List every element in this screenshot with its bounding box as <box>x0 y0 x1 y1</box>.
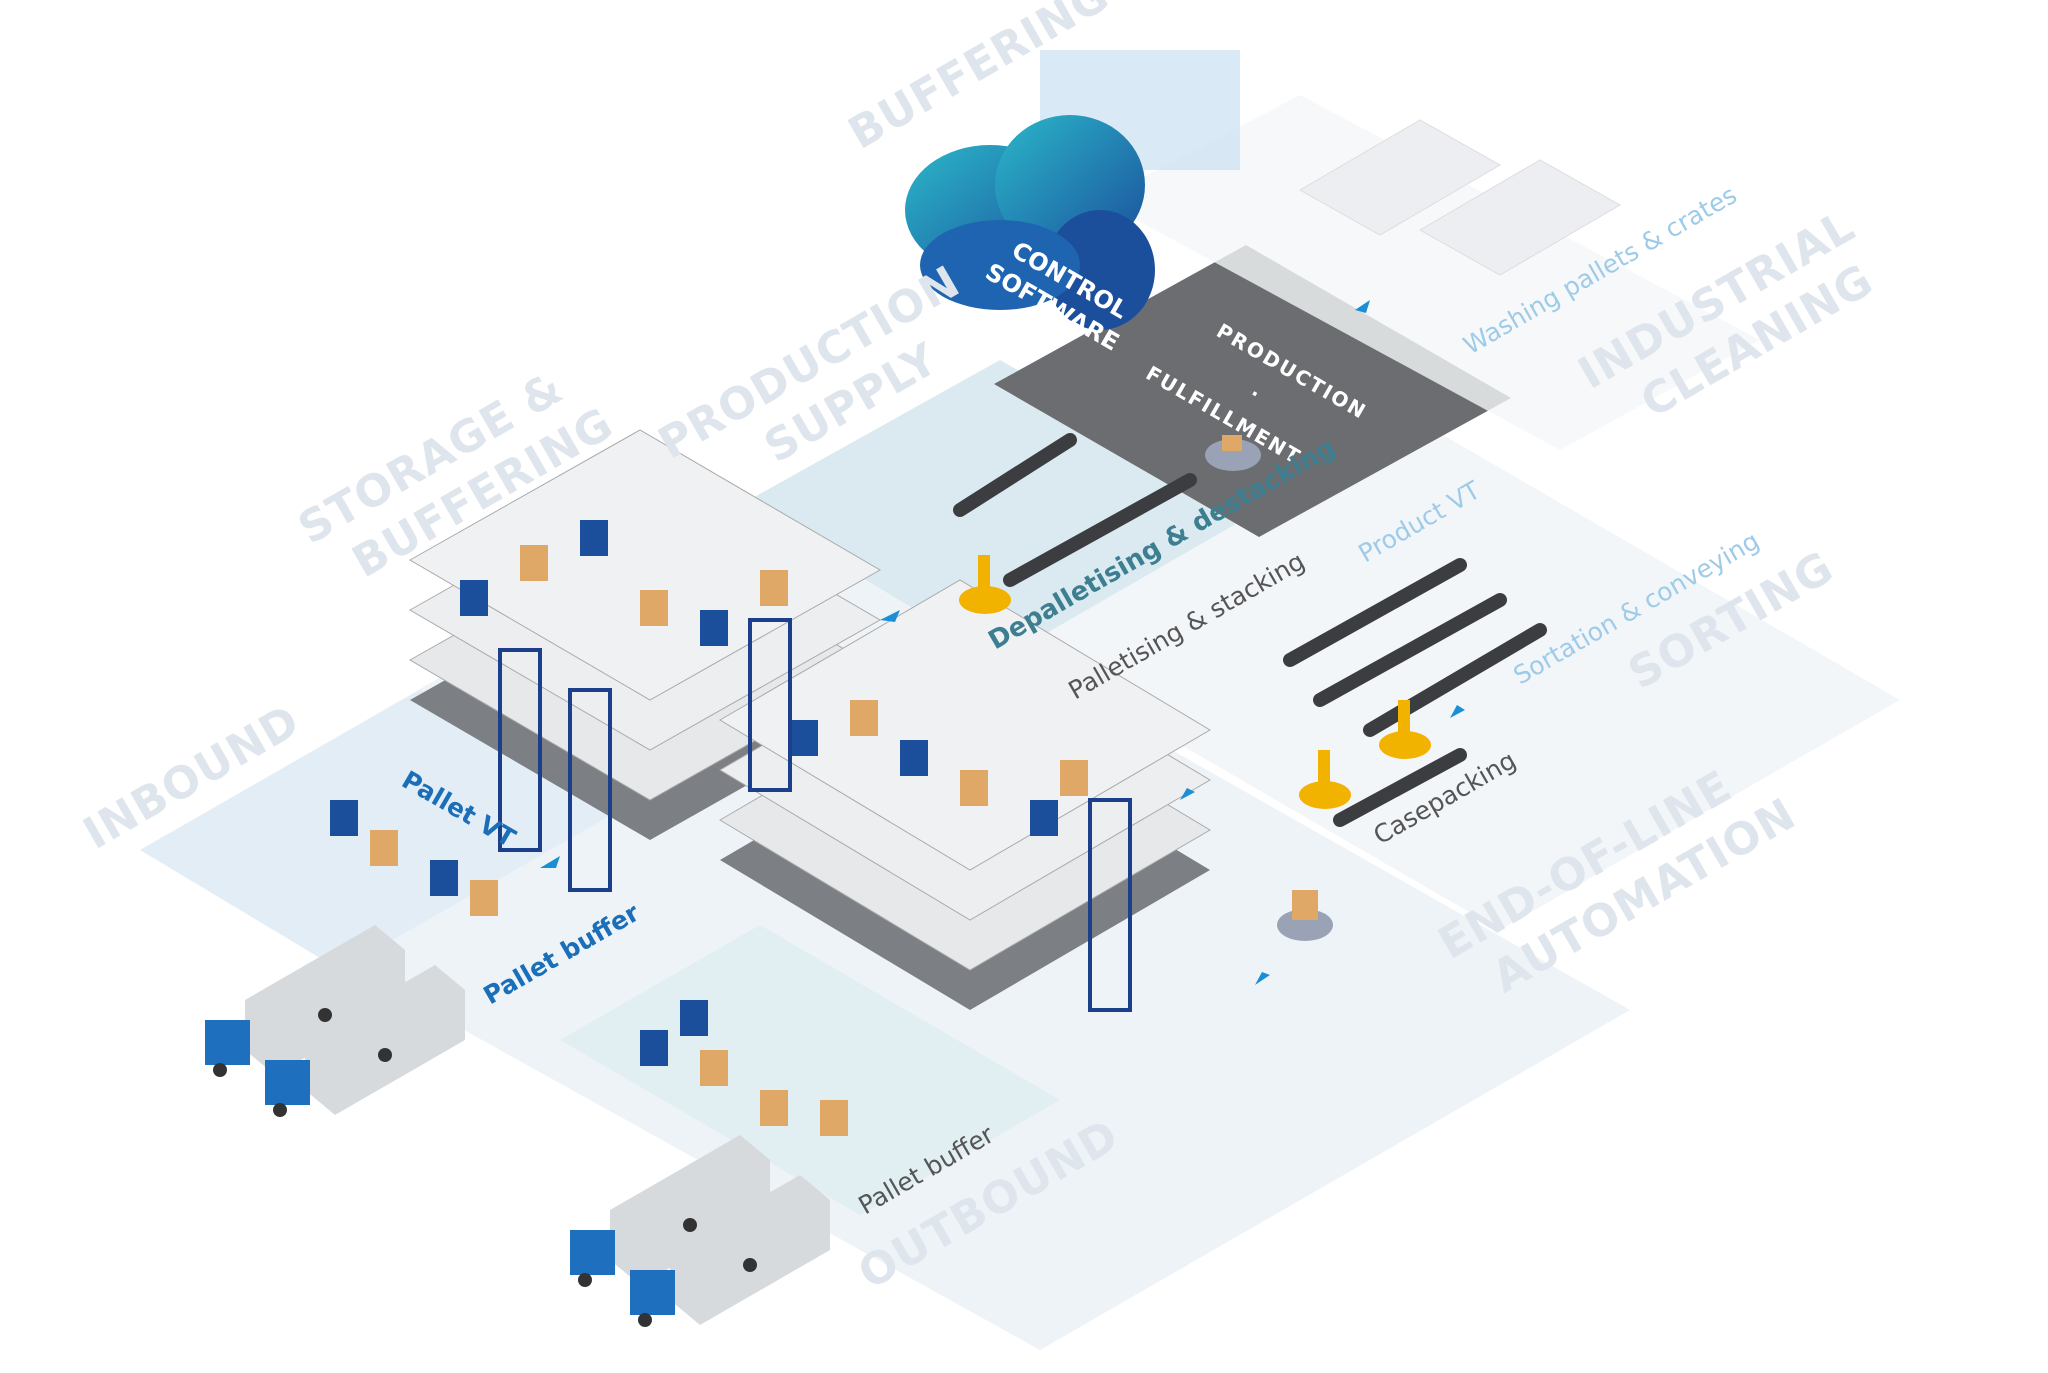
vertical-lifts <box>498 618 1132 1012</box>
truck <box>265 965 465 1117</box>
robot-arms <box>959 555 1431 809</box>
washing-machines <box>1298 119 1622 276</box>
truck <box>570 1135 770 1287</box>
pallet-load <box>640 590 668 626</box>
pallet-load <box>820 1100 848 1136</box>
pallet-load <box>370 830 398 866</box>
pallet-load <box>1030 800 1058 836</box>
pallet-load <box>700 610 728 646</box>
pallet-loads <box>330 520 1088 1136</box>
pallet-load <box>460 580 488 616</box>
floor-eol <box>1000 410 1900 930</box>
pallet-load <box>960 770 988 806</box>
pallet-load <box>700 1050 728 1086</box>
flow-arrows <box>540 300 1465 985</box>
control-software-cloud <box>905 115 1155 330</box>
trucks <box>205 925 830 1327</box>
pallet-load <box>1060 760 1088 796</box>
pallet-load <box>790 720 818 756</box>
floor-cleaning <box>1100 95 1760 450</box>
pallet-load <box>760 1090 788 1126</box>
truck <box>205 925 405 1077</box>
conveyors <box>953 433 1547 827</box>
pallet-load <box>520 545 548 581</box>
agv-vehicles <box>1205 435 1333 941</box>
pallet-load <box>680 1000 708 1036</box>
truck <box>630 1175 830 1327</box>
pallet-load <box>760 570 788 606</box>
pallet-load <box>580 520 608 556</box>
pallet-load <box>640 1030 668 1066</box>
pallet-load <box>900 740 928 776</box>
pallet-load <box>430 860 458 896</box>
floor-outbound <box>560 925 1060 1215</box>
pallet-load <box>850 700 878 736</box>
pallet-load <box>330 800 358 836</box>
pallet-load <box>470 880 498 916</box>
